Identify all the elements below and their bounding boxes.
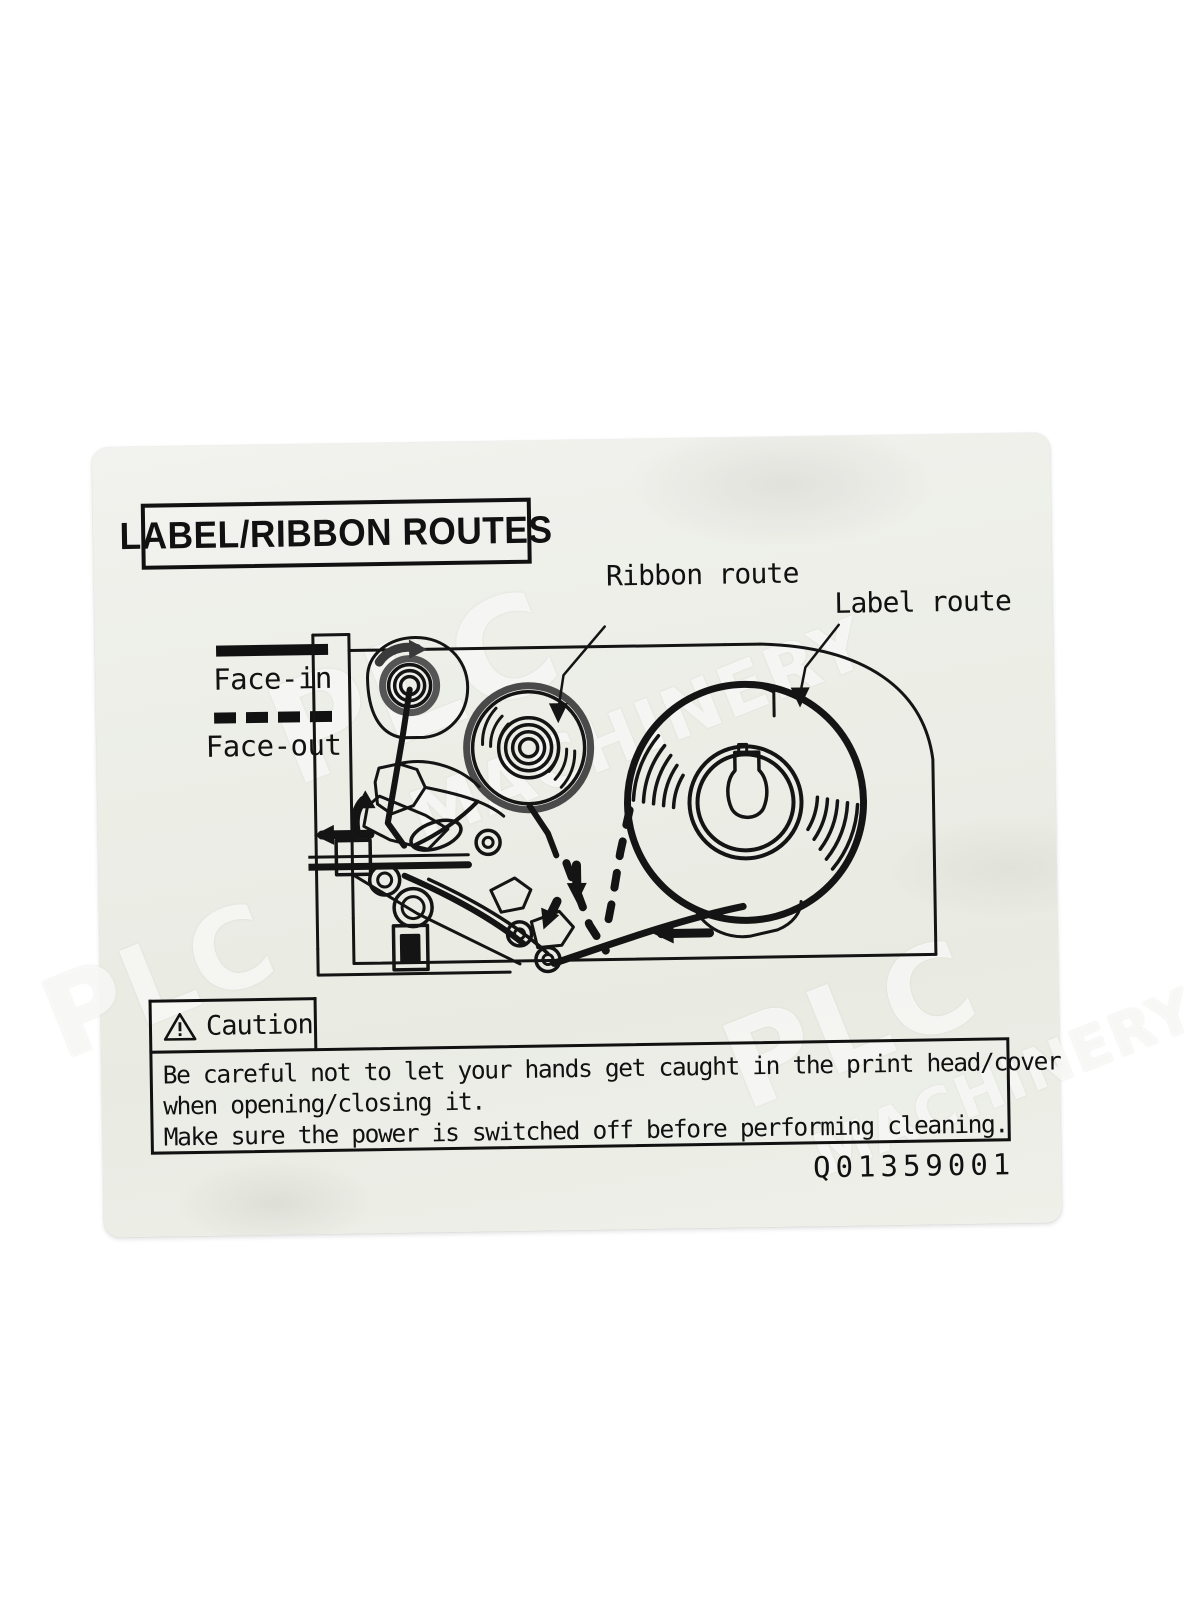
caution-text-box: Be careful not to let your hands get cau… (149, 1037, 1061, 1155)
page-title: LABEL/RIBBON ROUTES (119, 508, 553, 558)
part-number: Q01359001 (812, 1147, 1016, 1185)
media-path-diagram (304, 608, 1011, 999)
caution-header: Caution (148, 997, 318, 1052)
caution-label: Caution (205, 1009, 313, 1042)
title-box: LABEL/RIBBON ROUTES (119, 497, 553, 570)
callout-ribbon-route: Ribbon route (605, 556, 799, 593)
warning-triangle-icon (163, 1012, 197, 1041)
instruction-label-sticker: PLC MACHINERY PLC MACHINERY PLC LABEL/RI… (25, 432, 1200, 1238)
